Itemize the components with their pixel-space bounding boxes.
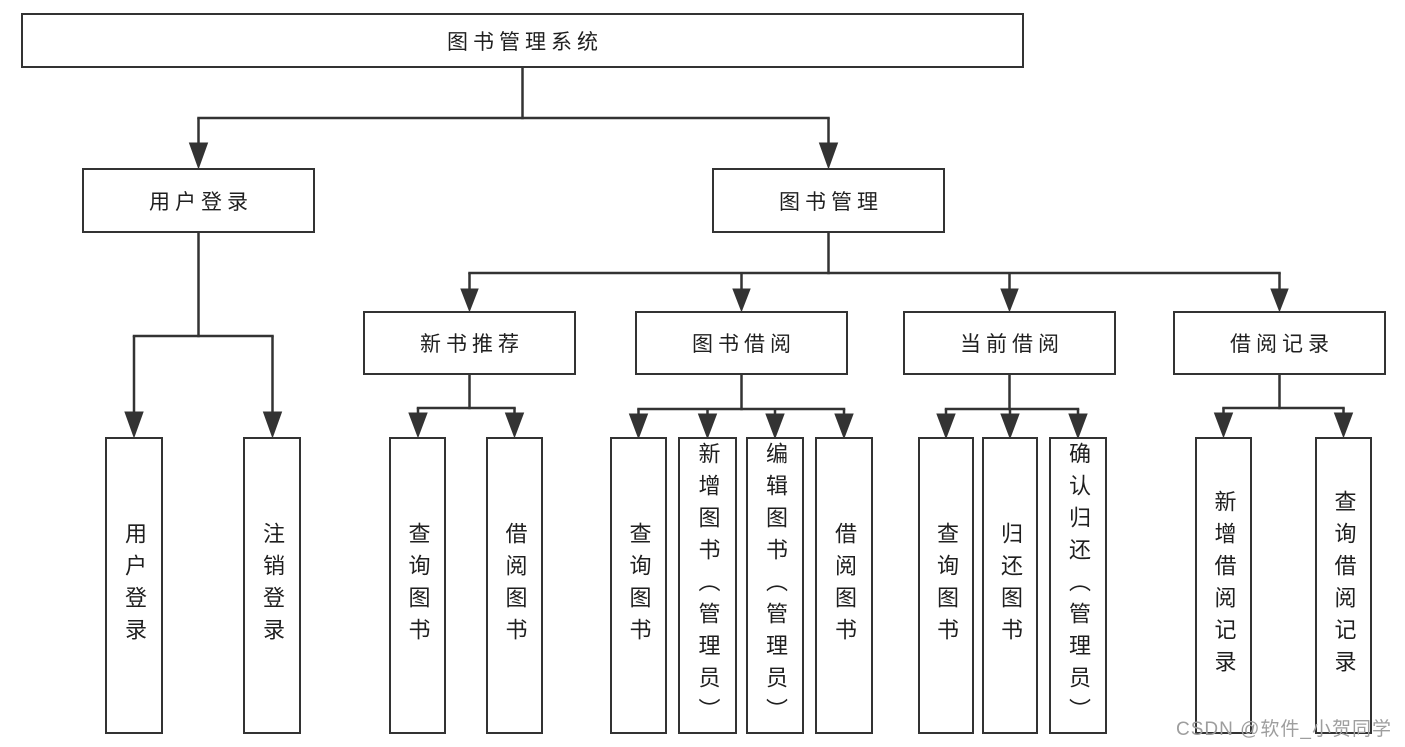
node-book-borrow-label: 图书借阅 <box>692 333 796 356</box>
leaf-query-books-borrow-label: 查询图书 <box>626 521 652 650</box>
leaf-borrow-books: 借阅图书 <box>815 437 873 734</box>
leaf-query-books-recommend-label: 查询图书 <box>405 521 431 650</box>
node-book-borrow: 图书借阅 <box>635 311 848 375</box>
leaf-logout-label: 注销登录 <box>260 521 285 650</box>
node-current-borrow-label: 当前借阅 <box>960 333 1064 356</box>
leaf-add-borrow-record: 新增借阅记录 <box>1195 437 1252 734</box>
node-borrow-records-label: 借阅记录 <box>1230 333 1334 356</box>
leaf-borrow-books-recommend: 借阅图书 <box>486 437 543 734</box>
node-new-book-recommend: 新书推荐 <box>363 311 576 375</box>
watermark: CSDN @软件_小贺同学 <box>1176 719 1392 740</box>
leaf-confirm-return-admin-label: 确认归还（管理员） <box>1066 441 1091 730</box>
node-book-management-label: 图书管理 <box>779 190 883 214</box>
leaf-borrow-books-label: 借阅图书 <box>832 521 857 650</box>
node-book-management: 图书管理 <box>712 168 945 233</box>
leaf-add-book-admin-label: 新增图书（管理员） <box>695 441 721 730</box>
leaf-logout: 注销登录 <box>243 437 301 734</box>
node-current-borrow: 当前借阅 <box>903 311 1116 375</box>
node-root-label: 图书管理系统 <box>447 30 603 54</box>
leaf-confirm-return-admin: 确认归还（管理员） <box>1049 437 1107 734</box>
node-user-login-label: 用户登录 <box>149 190 253 214</box>
leaf-user-login-label: 用户登录 <box>122 521 147 650</box>
node-borrow-records: 借阅记录 <box>1173 311 1386 375</box>
leaf-user-login: 用户登录 <box>105 437 163 734</box>
leaf-add-book-admin: 新增图书（管理员） <box>678 437 737 734</box>
leaf-edit-book-admin-label: 编辑图书（管理员） <box>763 441 788 730</box>
leaf-edit-book-admin: 编辑图书（管理员） <box>746 437 804 734</box>
node-new-book-recommend-label: 新书推荐 <box>420 333 524 356</box>
leaf-query-books-current: 查询图书 <box>918 437 974 734</box>
leaf-add-borrow-record-label: 新增借阅记录 <box>1211 489 1237 682</box>
leaf-query-books-recommend: 查询图书 <box>389 437 446 734</box>
leaf-query-borrow-record-label: 查询借阅记录 <box>1331 489 1357 682</box>
leaf-query-books-current-label: 查询图书 <box>934 521 959 650</box>
leaf-query-borrow-record: 查询借阅记录 <box>1315 437 1372 734</box>
node-root: 图书管理系统 <box>21 13 1024 68</box>
leaf-query-books-borrow: 查询图书 <box>610 437 667 734</box>
leaf-return-book: 归还图书 <box>982 437 1038 734</box>
leaf-return-book-label: 归还图书 <box>998 521 1023 650</box>
node-user-login: 用户登录 <box>82 168 315 233</box>
leaf-borrow-books-recommend-label: 借阅图书 <box>502 521 528 650</box>
